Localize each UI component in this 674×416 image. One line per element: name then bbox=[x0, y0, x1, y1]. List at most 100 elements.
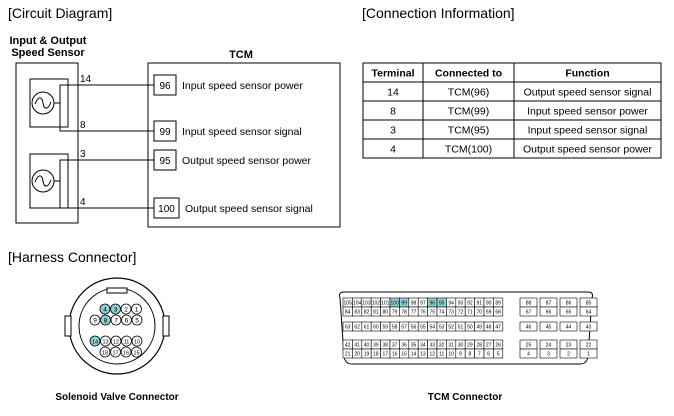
tcm-pin-box bbox=[153, 149, 177, 171]
tcm-connector-pin-label: 3 bbox=[547, 352, 550, 358]
tcm-connector-pin-label: 45 bbox=[546, 325, 552, 331]
tcm-connector-pin-label: 10 bbox=[448, 352, 454, 358]
input-sensor-coil-icon bbox=[31, 91, 55, 115]
table-cell: 3 bbox=[390, 125, 396, 137]
tcm-connector-pin-label: 13 bbox=[420, 352, 426, 358]
circuit-diagram-heading: [Circuit Diagram] bbox=[8, 5, 112, 21]
tcm-pin-box bbox=[153, 197, 180, 219]
solenoid-pin-label: 3 bbox=[114, 306, 118, 313]
tcm-connector-pin-label: 6 bbox=[487, 352, 490, 358]
tcm-connector-pin-label: 30 bbox=[458, 343, 464, 349]
table-cell: TCM(99) bbox=[448, 106, 489, 118]
tcm-pin-number: 95 bbox=[159, 156, 171, 167]
tcm-connector-pin-label: 53 bbox=[439, 325, 445, 331]
solenoid-pin bbox=[121, 314, 132, 326]
tcm-connector-pin-label: 81 bbox=[373, 310, 379, 316]
table-cell: 4 bbox=[390, 144, 396, 156]
tcm-connector-pin-label: 74 bbox=[439, 310, 445, 316]
tcm-connector-pin-label: 76 bbox=[420, 310, 426, 316]
tcm-connector-pin-label: 12 bbox=[430, 352, 436, 358]
lead-input-signal bbox=[59, 103, 78, 132]
tcm-connector-pin bbox=[559, 348, 578, 359]
tcm-connector-pin-label: 51 bbox=[458, 325, 464, 331]
tcm-connector-pin-label: 2 bbox=[567, 352, 570, 358]
tcm-connector-pin bbox=[539, 321, 558, 332]
sensor-pin-label: 3 bbox=[80, 149, 86, 160]
solenoid-pin-label: 6 bbox=[125, 317, 129, 324]
solenoid-pin bbox=[100, 335, 111, 347]
tcm-connector-pin-label: 68 bbox=[495, 310, 501, 316]
tcm-connector-pin-label: 42 bbox=[345, 343, 351, 349]
tcm-connector-pin-label: 72 bbox=[458, 310, 464, 316]
tcm-connector-pin-label: 24 bbox=[546, 343, 552, 349]
tcm-connector-pin-label: 37 bbox=[392, 343, 398, 349]
solenoid-pin-label: 10 bbox=[134, 339, 140, 345]
tcm-connector-pin-label: 60 bbox=[373, 325, 379, 331]
tcm-connector-pin-label: 52 bbox=[448, 325, 454, 331]
tcm-connector-pin-label: 94 bbox=[448, 301, 454, 307]
tcm-connector-pin bbox=[539, 306, 558, 317]
tcm-connector-pin-label: 103 bbox=[362, 301, 371, 307]
table-header: Function bbox=[565, 68, 609, 80]
tcm-connector-pin bbox=[493, 348, 504, 359]
tcm-connector-pin bbox=[559, 321, 578, 332]
tcm-pin-number: 99 bbox=[159, 127, 171, 138]
tcm-connector-pin-label: 23 bbox=[566, 343, 572, 349]
harness-connector-heading: [Harness Connector] bbox=[8, 249, 136, 265]
lead-output-power bbox=[54, 159, 78, 182]
output-sensor-coil-icon bbox=[31, 169, 55, 193]
tcm-connector-pin-label: 32 bbox=[439, 343, 445, 349]
solenoid-pin-label: 1 bbox=[135, 306, 139, 313]
tcm-connector-pin-label: 66 bbox=[546, 310, 552, 316]
tcm-label: TCM bbox=[229, 49, 253, 61]
tcm-connector-pin bbox=[539, 348, 558, 359]
table-cell: Input speed sensor power bbox=[527, 106, 648, 118]
tcm-pin-function: Output speed sensor power bbox=[182, 155, 311, 167]
tcm-connector-pin-label: 84 bbox=[345, 310, 351, 316]
table-cell: 8 bbox=[390, 106, 396, 118]
table-header: Connected to bbox=[435, 68, 502, 80]
solenoid-pin bbox=[110, 346, 121, 358]
tcm-pin-function: Input speed sensor signal bbox=[182, 126, 302, 138]
tcm-connector-pin bbox=[493, 321, 504, 332]
tcm-connector-pin-label: 33 bbox=[430, 343, 436, 349]
tcm-connector-pin-label: 83 bbox=[354, 310, 360, 316]
tcm-connector-pin-label: 11 bbox=[439, 352, 444, 358]
table-cell: TCM(95) bbox=[448, 125, 489, 137]
tcm-connector-pin-label: 38 bbox=[383, 343, 389, 349]
tcm-connector-pin-label: 4 bbox=[527, 352, 530, 358]
tcm-connector-pin-label: 64 bbox=[586, 310, 592, 316]
tcm-connector-pin-label: 57 bbox=[401, 325, 407, 331]
tcm-connector-pin-label: 101 bbox=[381, 301, 390, 307]
tcm-connector-pin-label: 21 bbox=[345, 352, 351, 358]
table-cell: 14 bbox=[387, 87, 399, 99]
solenoid-pin bbox=[120, 346, 132, 358]
tcm-connector-pin-label: 50 bbox=[467, 325, 473, 331]
tcm-connector-pin-label: 8 bbox=[469, 352, 472, 358]
tcm-connector-pin-label: 93 bbox=[458, 301, 464, 307]
solenoid-pin-label: 7 bbox=[114, 317, 118, 324]
tcm-connector-pin-label: 36 bbox=[401, 343, 407, 349]
tcm-connector-pin-label: 56 bbox=[411, 325, 417, 331]
solenoid-pin bbox=[99, 346, 111, 358]
solenoid-pin bbox=[131, 335, 143, 347]
tcm-connector-pin bbox=[579, 306, 598, 317]
solenoid-pin-label: 5 bbox=[135, 317, 139, 324]
tcm-connector-pin-label: 79 bbox=[392, 310, 398, 316]
solenoid-pin bbox=[121, 335, 132, 347]
tcm-pin-number: 96 bbox=[159, 81, 171, 92]
tcm-connector-pin-label: 49 bbox=[477, 325, 483, 331]
solenoid-pin-label: 12 bbox=[113, 339, 119, 345]
tcm-connector-pin-label: 99 bbox=[401, 301, 407, 307]
tcm-connector-pin-label: 43 bbox=[586, 325, 592, 331]
table-cell: TCM(96) bbox=[448, 87, 489, 99]
connection-info-heading: [Connection Information] bbox=[362, 5, 515, 21]
input-speed-sensor-box bbox=[29, 78, 69, 128]
tcm-connector-pin-label: 17 bbox=[383, 352, 389, 358]
tcm-connector-pin-label: 63 bbox=[345, 325, 351, 331]
